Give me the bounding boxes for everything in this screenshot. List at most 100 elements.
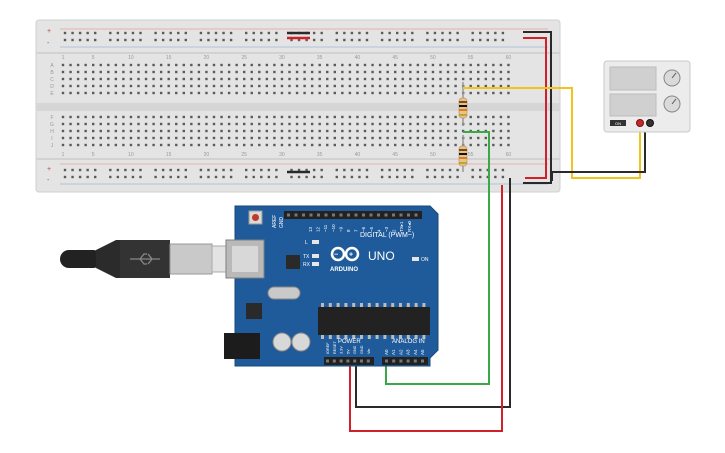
breadboard-hole[interactable] xyxy=(280,77,284,81)
breadboard-hole[interactable] xyxy=(61,129,65,133)
breadboard-hole[interactable] xyxy=(152,63,155,67)
rail-hole[interactable] xyxy=(260,168,263,172)
breadboard-hole[interactable] xyxy=(363,115,367,119)
breadboard-hole[interactable] xyxy=(227,143,231,147)
breadboard-hole[interactable] xyxy=(167,70,170,74)
breadboard-hole[interactable] xyxy=(243,115,246,119)
rail-hole[interactable] xyxy=(161,175,165,179)
breadboard-hole[interactable] xyxy=(190,122,193,126)
breadboard-hole[interactable] xyxy=(431,84,435,88)
breadboard-hole[interactable] xyxy=(114,115,118,119)
breadboard-hole[interactable] xyxy=(61,122,65,126)
breadboard-hole[interactable] xyxy=(144,91,148,95)
rail-hole[interactable] xyxy=(116,38,120,42)
breadboard-hole[interactable] xyxy=(122,91,125,95)
rail-hole[interactable] xyxy=(501,175,505,179)
rail-hole[interactable] xyxy=(305,175,308,179)
breadboard-hole[interactable] xyxy=(250,77,253,81)
breadboard-hole[interactable] xyxy=(197,70,201,74)
breadboard-hole[interactable] xyxy=(469,115,472,119)
breadboard-hole[interactable] xyxy=(378,143,382,147)
rail-hole[interactable] xyxy=(365,31,369,35)
rail-hole[interactable] xyxy=(245,175,248,179)
breadboard-hole[interactable] xyxy=(159,143,163,147)
rail-hole[interactable] xyxy=(380,31,384,35)
digital-pin[interactable] xyxy=(407,213,410,217)
breadboard-hole[interactable] xyxy=(394,115,397,119)
rail-hole[interactable] xyxy=(86,38,89,42)
breadboard-hole[interactable] xyxy=(99,70,102,74)
breadboard-hole[interactable] xyxy=(401,84,404,88)
digital-pin[interactable] xyxy=(332,213,335,217)
breadboard-hole[interactable] xyxy=(303,77,306,81)
breadboard-hole[interactable] xyxy=(454,63,457,67)
analog-pin[interactable] xyxy=(399,359,403,363)
breadboard-hole[interactable] xyxy=(303,84,306,88)
breadboard-hole[interactable] xyxy=(446,143,450,147)
breadboard-hole[interactable] xyxy=(69,77,72,81)
rail-hole[interactable] xyxy=(86,168,89,172)
breadboard-hole[interactable] xyxy=(363,136,367,140)
rail-hole[interactable] xyxy=(116,168,120,172)
breadboard-hole[interactable] xyxy=(484,84,487,88)
breadboard-hole[interactable] xyxy=(424,129,427,133)
rail-hole[interactable] xyxy=(177,38,180,42)
breadboard-hole[interactable] xyxy=(144,63,148,67)
breadboard-hole[interactable] xyxy=(348,136,352,140)
rail-hole[interactable] xyxy=(297,168,301,172)
breadboard-hole[interactable] xyxy=(258,77,261,81)
breadboard-hole[interactable] xyxy=(114,122,118,126)
breadboard-hole[interactable] xyxy=(280,91,284,95)
breadboard-hole[interactable] xyxy=(273,63,276,67)
rail-hole[interactable] xyxy=(312,38,316,42)
rail-hole[interactable] xyxy=(260,31,263,35)
breadboard-hole[interactable] xyxy=(61,115,65,119)
rail-hole[interactable] xyxy=(124,31,127,35)
analog-pin[interactable] xyxy=(392,359,396,363)
breadboard-hole[interactable] xyxy=(416,136,420,140)
breadboard-hole[interactable] xyxy=(273,91,276,95)
breadboard-hole[interactable] xyxy=(84,115,87,119)
power-supply[interactable]: ON xyxy=(603,60,691,133)
breadboard-hole[interactable] xyxy=(76,122,80,126)
breadboard-hole[interactable] xyxy=(167,129,170,133)
rail-hole[interactable] xyxy=(245,31,248,35)
breadboard-hole[interactable] xyxy=(107,77,110,81)
breadboard-hole[interactable] xyxy=(167,91,170,95)
rail-hole[interactable] xyxy=(312,168,316,172)
rail-hole[interactable] xyxy=(116,31,120,35)
rail-hole[interactable] xyxy=(343,175,346,179)
rail-hole[interactable] xyxy=(403,31,406,35)
breadboard-hole[interactable] xyxy=(333,91,336,95)
breadboard-hole[interactable] xyxy=(424,63,427,67)
power-pin[interactable] xyxy=(346,359,350,363)
breadboard-hole[interactable] xyxy=(243,77,246,81)
rail-hole[interactable] xyxy=(494,175,497,179)
rail-hole[interactable] xyxy=(161,31,165,35)
breadboard-hole[interactable] xyxy=(92,115,95,119)
breadboard-hole[interactable] xyxy=(394,129,397,133)
rail-hole[interactable] xyxy=(63,175,67,179)
power-pin[interactable] xyxy=(339,359,343,363)
breadboard-hole[interactable] xyxy=(333,143,336,147)
breadboard-hole[interactable] xyxy=(492,70,495,74)
breadboard-hole[interactable] xyxy=(409,143,412,147)
rail-hole[interactable] xyxy=(441,38,444,42)
breadboard-hole[interactable] xyxy=(235,77,238,81)
breadboard-hole[interactable] xyxy=(92,84,95,88)
rail-hole[interactable] xyxy=(109,31,112,35)
rail-hole[interactable] xyxy=(388,175,391,179)
rail-hole[interactable] xyxy=(471,31,474,35)
breadboard-hole[interactable] xyxy=(92,143,95,147)
resistor-1[interactable] xyxy=(458,82,468,126)
breadboard-hole[interactable] xyxy=(114,136,118,140)
breadboard-hole[interactable] xyxy=(107,122,110,126)
breadboard-hole[interactable] xyxy=(243,63,246,67)
breadboard-hole[interactable] xyxy=(114,63,118,67)
breadboard-hole[interactable] xyxy=(84,63,87,67)
breadboard-hole[interactable] xyxy=(318,122,321,126)
analog-pin[interactable] xyxy=(406,359,410,363)
breadboard-hole[interactable] xyxy=(122,129,125,133)
rail-hole[interactable] xyxy=(365,38,369,42)
analog-pin[interactable] xyxy=(385,359,388,363)
